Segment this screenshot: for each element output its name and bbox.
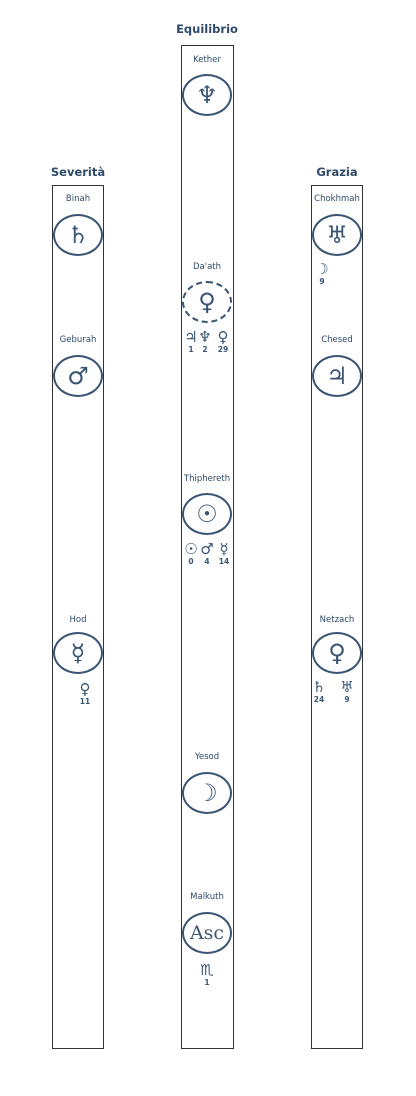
sephira-label-daath: Da'ath <box>192 262 222 272</box>
sephira-geburah[interactable]: ♂ <box>53 355 103 397</box>
sephira-label-chesed: Chesed <box>321 335 353 345</box>
placement-mars: ♂ 4 <box>196 541 218 566</box>
neptune-icon: ♆ <box>196 81 218 109</box>
sephira-yesod[interactable]: ☽ <box>182 772 232 814</box>
sephira-malkuth[interactable]: Asc <box>182 912 232 954</box>
uranus-icon: ♅ <box>340 678 354 696</box>
pillar-equilibrium-column <box>181 45 234 1049</box>
sun-icon: ☉ <box>184 540 198 558</box>
placement-degree: 0 <box>188 557 194 566</box>
scorpio-icon: ♏ <box>200 961 214 979</box>
sephira-hod[interactable]: ☿ <box>53 632 103 674</box>
placement-scorpio: ♏ 1 <box>196 962 218 987</box>
mars-icon: ♂ <box>200 540 214 558</box>
placement-sun: ☉ 0 <box>180 541 202 566</box>
neptune-icon: ♆ <box>198 328 212 346</box>
sephira-label-netzach: Netzach <box>319 615 355 625</box>
placement-degree: 29 <box>217 345 229 354</box>
venus-icon: ♀ <box>79 680 91 698</box>
placement-degree: 9 <box>319 277 325 286</box>
sephira-label-thiphereth: Thiphereth <box>183 474 231 484</box>
moon-icon: ☽ <box>196 779 218 807</box>
jupiter-icon: ♃ <box>326 362 348 390</box>
sephira-chesed[interactable]: ♃ <box>312 355 362 397</box>
mercury-icon: ☿ <box>70 639 86 667</box>
pillar-grace-column <box>311 185 363 1049</box>
sephira-binah[interactable]: ♄ <box>53 214 103 256</box>
placement-moon: ☽ 9 <box>311 261 333 286</box>
sephira-label-binah: Binah <box>65 194 91 204</box>
sephira-label-malkuth: Malkuth <box>190 892 224 902</box>
placement-mercury: ☿ 14 <box>213 541 235 566</box>
mercury-icon: ☿ <box>219 540 229 558</box>
venus-icon: ♀ <box>328 639 346 667</box>
placement-degree: 9 <box>344 695 350 704</box>
placement-degree: 4 <box>204 557 210 566</box>
uranus-icon: ♅ <box>326 221 348 249</box>
placement-degree: 14 <box>218 557 230 566</box>
placement-neptune: ♆ 2 <box>194 329 216 354</box>
sephira-thiphereth[interactable]: ☉ <box>182 493 232 535</box>
moon-icon: ☽ <box>315 260 329 278</box>
sephira-label-hod: Hod <box>69 615 87 625</box>
sephira-label-chokhmah: Chokhmah <box>314 194 360 204</box>
pillar-title-grace: Grazia <box>316 165 358 179</box>
placement-degree: 1 <box>188 345 194 354</box>
placement-degree: 11 <box>79 697 91 706</box>
jupiter-icon: ♃ <box>184 328 198 346</box>
sephira-chokhmah[interactable]: ♅ <box>312 214 362 256</box>
sephira-daath[interactable]: ♀ <box>182 281 232 323</box>
pillar-severity-column <box>52 185 104 1049</box>
placement-saturn: ♄ 24 <box>308 679 330 704</box>
mars-icon: ♂ <box>67 362 89 390</box>
placement-venus: ♀ 11 <box>74 681 96 706</box>
pillar-title-severity: Severità <box>50 165 106 179</box>
sephira-label-geburah: Geburah <box>59 335 97 345</box>
saturn-icon: ♄ <box>67 221 89 249</box>
placement-degree: 24 <box>313 695 325 704</box>
venus-icon: ♀ <box>217 328 229 346</box>
sephira-label-kether: Kether <box>193 55 221 65</box>
ascendant-icon: Asc <box>189 921 225 944</box>
venus-icon: ♀ <box>198 288 216 316</box>
pillar-title-equilibrium: Equilibrio <box>176 22 238 36</box>
placement-venus: ♀ 29 <box>212 329 234 354</box>
saturn-icon: ♄ <box>312 678 326 696</box>
placement-uranus: ♅ 9 <box>336 679 358 704</box>
placement-jupiter: ♃ 1 <box>180 329 202 354</box>
sephira-label-yesod: Yesod <box>194 752 220 762</box>
placement-degree: 1 <box>204 978 210 987</box>
placement-degree: 2 <box>202 345 208 354</box>
sephira-netzach[interactable]: ♀ <box>312 632 362 674</box>
sephira-kether[interactable]: ♆ <box>182 74 232 116</box>
sun-icon: ☉ <box>196 500 218 528</box>
